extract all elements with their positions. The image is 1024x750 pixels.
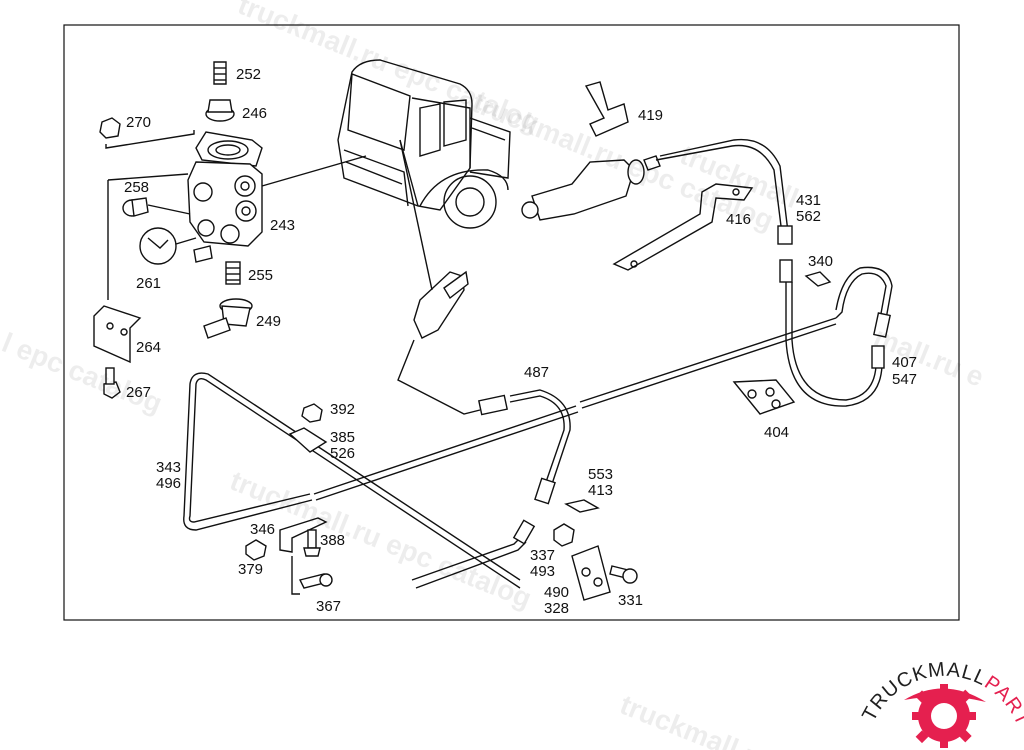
- part-385-clip: [288, 427, 328, 453]
- label-249: 249: [256, 313, 281, 330]
- part-340-clip: [804, 271, 832, 287]
- part-490-plate: [571, 545, 611, 601]
- part-249-connector: [203, 298, 253, 339]
- label-388: 388: [320, 532, 345, 549]
- part-252-screw: [213, 61, 227, 85]
- part-labels: 252 246 270 258 243 261 255 249 264 267 …: [124, 66, 917, 617]
- label-407: 407: [892, 354, 917, 371]
- part-255-spring: [225, 261, 241, 285]
- junction-valve: [397, 139, 481, 415]
- part-267-bolt: [103, 367, 121, 399]
- part-379-nut: [245, 539, 267, 561]
- label-343: 343: [156, 459, 181, 476]
- label-526: 526: [330, 445, 355, 462]
- label-413: 413: [588, 482, 613, 499]
- master-cylinder-243: [187, 131, 367, 263]
- part-261-tool: [139, 227, 197, 265]
- label-255: 255: [248, 267, 273, 284]
- label-270: 270: [126, 114, 151, 131]
- part-367-bolt: [291, 556, 333, 595]
- label-252: 252: [236, 66, 261, 83]
- part-553-clip: [564, 499, 600, 513]
- label-419: 419: [638, 107, 663, 124]
- label-496: 496: [156, 475, 181, 492]
- slave-cylinder: [521, 155, 661, 221]
- label-490: 490: [544, 584, 569, 601]
- part-337-nut: [553, 523, 575, 547]
- label-367: 367: [316, 598, 341, 615]
- label-331: 331: [618, 592, 643, 609]
- gear-icon: [904, 684, 986, 748]
- label-346: 346: [250, 521, 275, 538]
- part-270-nut: [99, 117, 195, 149]
- label-264: 264: [136, 339, 161, 356]
- part-419-bracket: [584, 81, 629, 137]
- part-246-cap: [205, 99, 235, 122]
- label-267: 267: [126, 384, 151, 401]
- label-246: 246: [242, 105, 267, 122]
- label-553: 553: [588, 466, 613, 483]
- label-416: 416: [726, 211, 751, 228]
- label-261: 261: [136, 275, 161, 292]
- label-487: 487: [524, 364, 549, 381]
- part-258-plug: [122, 197, 191, 217]
- label-337: 337: [530, 547, 555, 564]
- label-547: 547: [892, 371, 917, 388]
- hydraulic-lines: [183, 138, 893, 589]
- part-346-bracket: [279, 517, 328, 553]
- part-331-bolt: [609, 565, 638, 584]
- label-493: 493: [530, 563, 555, 580]
- label-328: 328: [544, 600, 569, 617]
- part-416-bracket: [612, 183, 754, 271]
- label-431: 431: [796, 192, 821, 209]
- truck-illustration: [337, 59, 511, 229]
- part-392-nut: [301, 403, 323, 423]
- label-243: 243: [270, 217, 295, 234]
- part-404-gasket: [732, 379, 796, 415]
- watermark-5: truckmall.ru: [616, 689, 776, 750]
- part-388-bolt: [303, 529, 321, 557]
- part-264-bracket: [93, 173, 189, 364]
- label-562: 562: [796, 208, 821, 225]
- label-379: 379: [238, 561, 263, 578]
- label-392: 392: [330, 401, 355, 418]
- label-258: 258: [124, 179, 149, 196]
- label-385: 385: [330, 429, 355, 446]
- label-340: 340: [808, 253, 833, 270]
- label-404: 404: [764, 424, 789, 441]
